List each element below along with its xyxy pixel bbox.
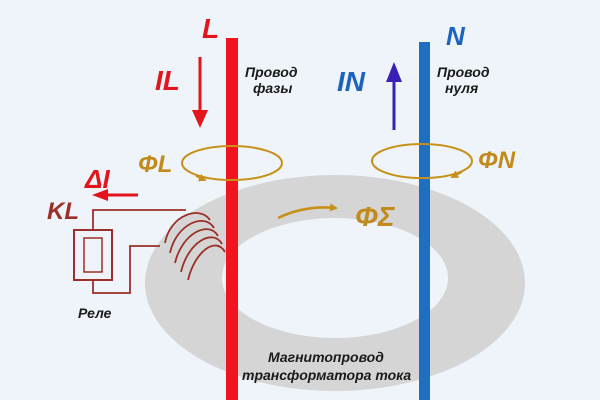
flux-loop-neutral-arrow — [450, 170, 463, 178]
phase-wire-label-2: фазы — [253, 80, 292, 96]
flux-loop-phase-arrow — [195, 173, 207, 182]
phase-wire-label-1: Провод — [245, 64, 298, 80]
neutral-wire — [419, 42, 430, 400]
flux-phase-label: ΦL — [138, 151, 172, 178]
flux-loop-phase — [181, 145, 283, 181]
relay-body — [73, 229, 113, 281]
relay-caption: Реле — [78, 305, 112, 321]
phase-current-label: IL — [155, 65, 180, 96]
core-label-2: трансформатора тока — [242, 367, 411, 383]
neutral-wire-label-2: нуля — [445, 80, 478, 96]
neutral-letter: N — [446, 21, 466, 51]
flux-neutral-label: ΦN — [478, 147, 516, 174]
phase-letter: L — [202, 13, 219, 44]
neutral-current-label: IN — [337, 66, 366, 97]
delta-current-arrow — [92, 189, 138, 201]
core-label-1: Магнитопровод — [268, 349, 384, 365]
neutral-wire-label-1: Провод — [437, 64, 490, 80]
flux-loop-neutral — [371, 143, 473, 179]
neutral-current-arrow — [386, 62, 402, 130]
delta-current-label: ΔI — [84, 164, 110, 194]
core-flux-arrow — [277, 203, 338, 220]
relay-circuit — [73, 209, 226, 294]
phase-wire — [226, 38, 238, 400]
phase-current-arrow — [192, 57, 208, 128]
relay-coil-label: KL — [47, 198, 79, 225]
flux-sum-label: ΦΣ — [355, 201, 395, 232]
